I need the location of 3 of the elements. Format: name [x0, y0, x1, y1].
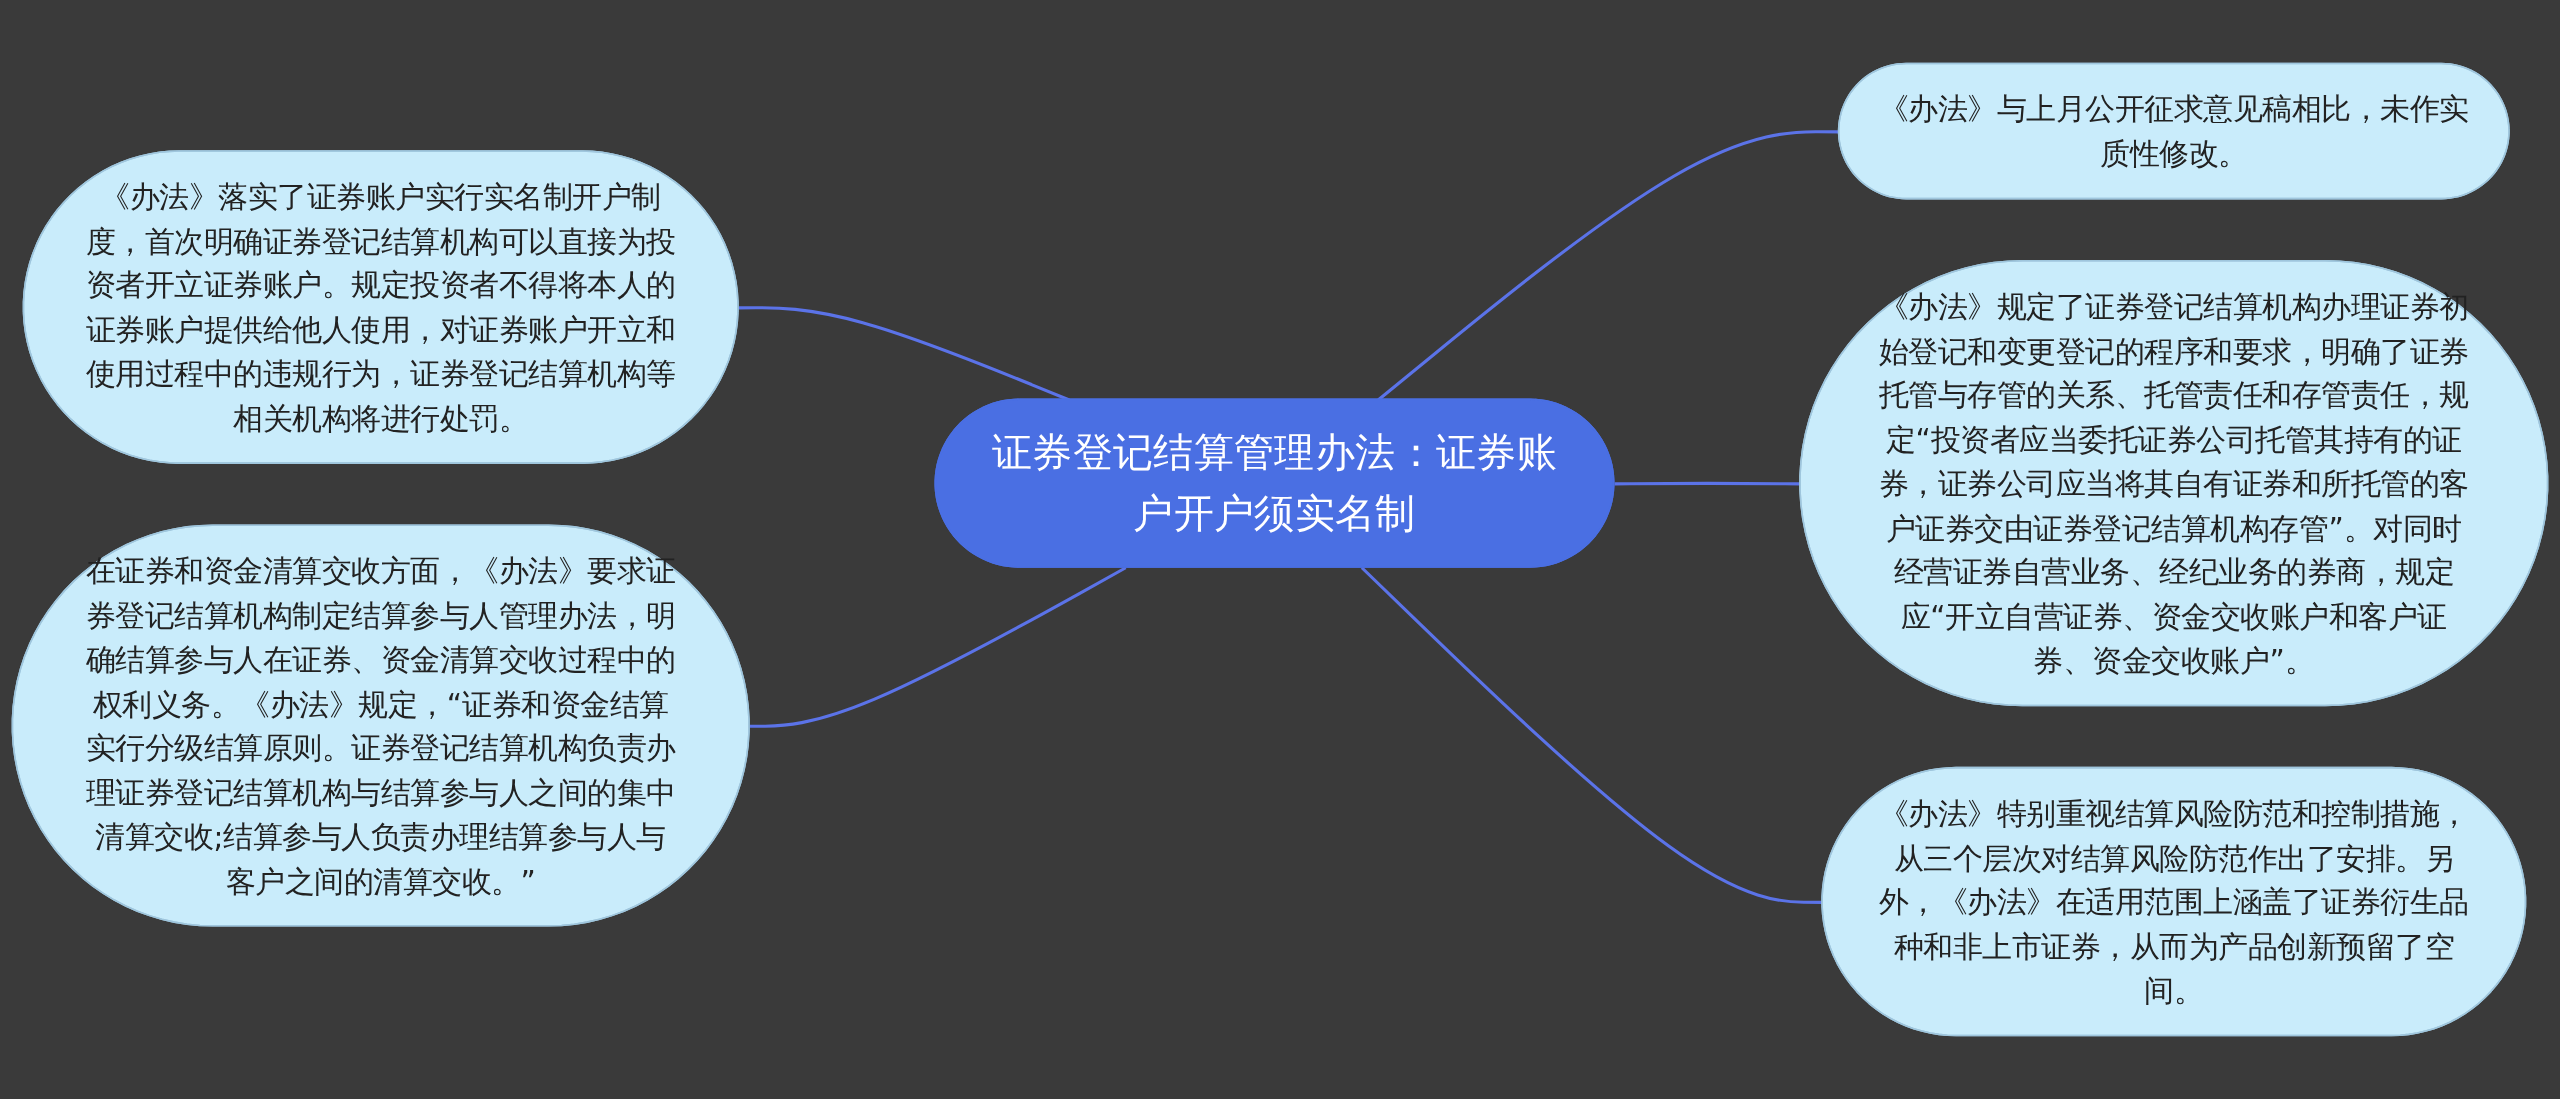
- connector: [1614, 481, 1801, 486]
- connector: [1360, 566, 1823, 904]
- connector: [749, 566, 1127, 728]
